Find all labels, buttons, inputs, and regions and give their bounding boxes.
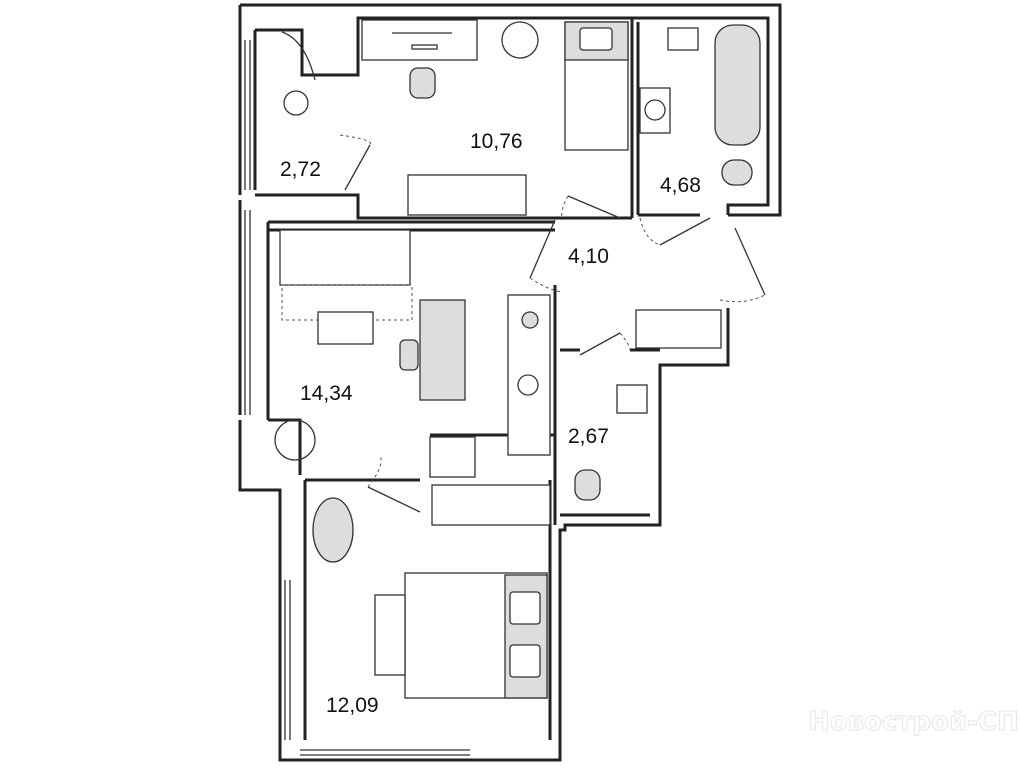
wc-toilet [574,469,601,501]
dining-table [419,299,466,401]
wardrobe-bedroom [431,484,551,526]
hall-wardrobe [635,309,722,349]
table [283,90,309,116]
desk [361,19,478,61]
cabinet [429,436,476,478]
plant-living [274,419,316,461]
plant [501,21,539,59]
furniture [274,19,761,699]
room-area-wc: 2,67 [568,425,609,448]
tv [317,311,374,345]
sink [667,27,699,51]
bathtub [714,24,761,146]
room-area-hall: 4,10 [568,245,609,268]
wc-sink [616,384,648,414]
rug [312,497,354,563]
chair [409,67,436,99]
room-area-bathroom: 4,68 [660,174,701,197]
toilet [721,159,753,186]
wardrobe [407,174,527,216]
room-area-bedroom: 12,09 [326,694,379,717]
outer-walls [238,3,782,762]
room-area-kitchen-living: 14,34 [300,382,353,405]
watermark: Новострой-СПб [808,707,1020,737]
room-area-balcony: 2,72 [280,158,321,181]
bench [374,594,406,676]
doors [339,134,766,513]
sofa [279,229,411,286]
room-area-room: 10,76 [470,130,523,153]
